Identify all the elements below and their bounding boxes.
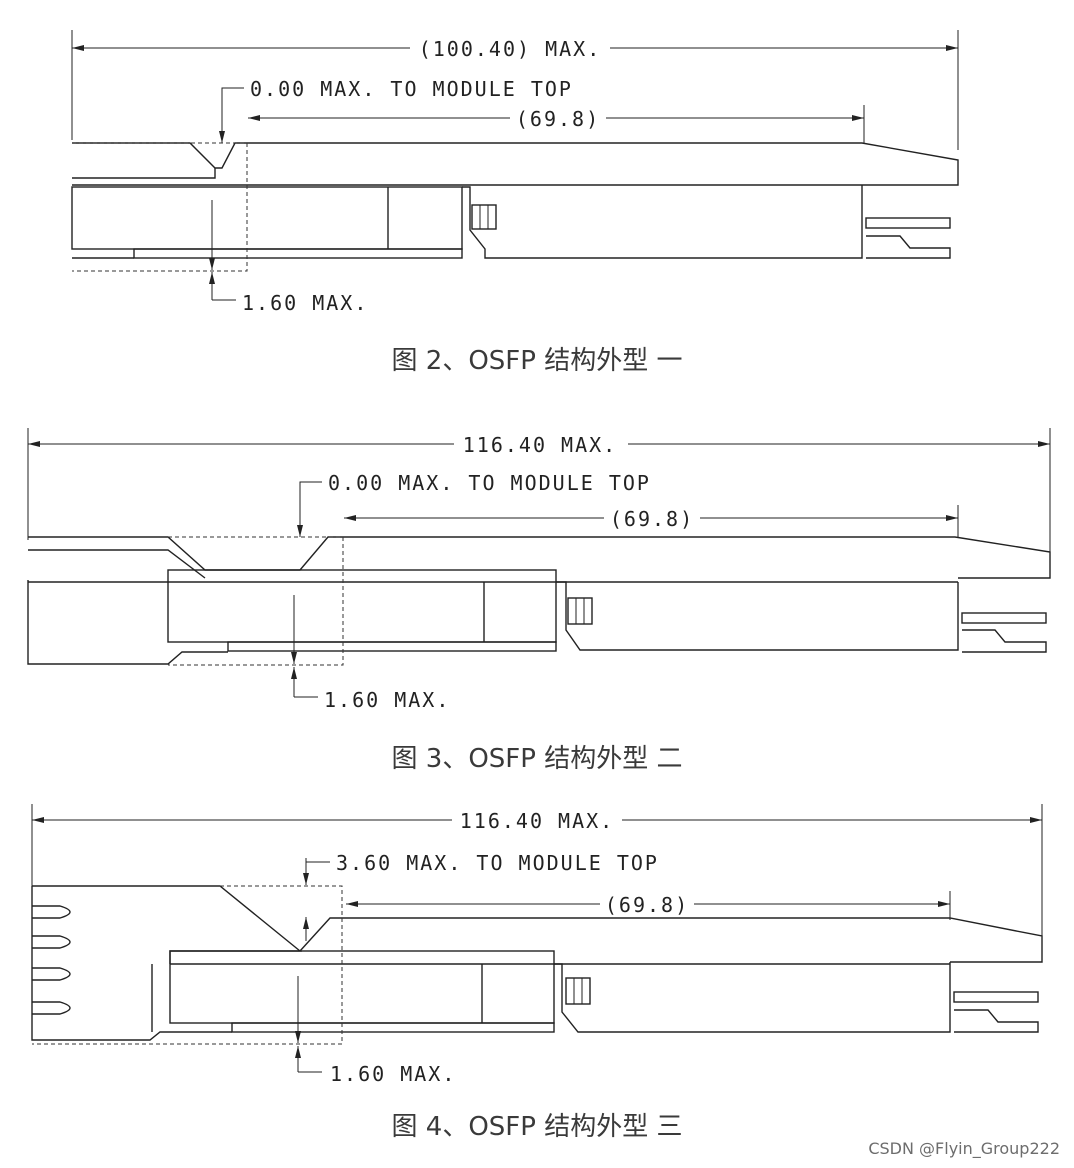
pull-tab-outline: [28, 549, 206, 579]
module-base-plate: [133, 248, 463, 259]
bottom-clearance-label: 1.60 MAX.: [242, 291, 368, 315]
overall-length-label: 116.40 MAX.: [460, 809, 614, 833]
heatsink-fin-2: [32, 935, 71, 949]
heatsink-fin-3: [32, 967, 71, 981]
connector-pin-lower: [954, 1009, 1039, 1033]
figure-1: (100.40) MAX. 0.00 MAX. TO MODULE TOP (6…: [0, 0, 1074, 376]
bottom-clearance-label: 1.60 MAX.: [324, 688, 450, 712]
module-top-outline: [28, 536, 1051, 579]
module-housing-front: [169, 950, 555, 1024]
leader-top-clearance: [221, 87, 244, 118]
top-clearance-label: 0.00 MAX. TO MODULE TOP: [250, 77, 573, 101]
housing-length-label: (69.8): [610, 507, 694, 531]
latch-feature: [471, 204, 497, 230]
overall-length-label: 116.40 MAX.: [463, 433, 617, 457]
figure-2: 116.40 MAX. 0.00 MAX. TO MODULE TOP (69.…: [0, 420, 1074, 774]
top-clearance-label: 3.60 MAX. TO MODULE TOP: [336, 851, 659, 875]
module-housing-front: [167, 569, 557, 643]
bottom-clearance-label: 1.60 MAX.: [330, 1062, 456, 1086]
module-housing-front: [71, 186, 463, 250]
module-bottom-left: [27, 580, 228, 665]
module-base-plate: [231, 1022, 555, 1033]
connector-pin-upper: [865, 217, 951, 229]
figure-caption: 图 3、OSFP 结构外型 二: [391, 744, 683, 774]
pull-tab-outline: [72, 168, 216, 179]
leader-top-clearance: [299, 481, 322, 512]
latch-feature: [565, 977, 591, 1005]
drawing-osfp-type-2: 116.40 MAX. 0.00 MAX. TO MODULE TOP (69.…: [27, 428, 1051, 712]
heatsink-bottom: [31, 886, 232, 1041]
drawing-osfp-type-1: (100.40) MAX. 0.00 MAX. TO MODULE TOP (6…: [71, 30, 959, 315]
connector-pin-upper: [961, 612, 1047, 624]
housing-length-label: (69.8): [516, 107, 600, 131]
latch-feature: [567, 597, 593, 625]
figure-caption: 图 2、OSFP 结构外型 一: [391, 346, 683, 376]
top-clearance-label: 0.00 MAX. TO MODULE TOP: [328, 471, 651, 495]
module-rear-body: [462, 185, 863, 259]
module-rear-body: [556, 581, 959, 651]
clearance-envelope: [32, 885, 343, 1045]
module-top-outline: [299, 917, 1043, 963]
watermark: CSDN @Flyin_Group222: [868, 1139, 1060, 1158]
module-rear-body: [554, 962, 951, 1033]
clearance-envelope: [168, 536, 344, 666]
drawing-osfp-type-3: 116.40 MAX. 3.60 MAX. TO MODULE TOP (69.…: [31, 804, 1043, 1086]
connector-pin-lower: [962, 629, 1047, 653]
heatsink-fin-1: [32, 905, 71, 919]
figure-caption: 图 4、OSFP 结构外型 三: [391, 1112, 683, 1142]
leader-top-clearance: [305, 861, 330, 884]
heatsink-outline: [32, 885, 302, 964]
connector-pin-lower: [866, 235, 951, 259]
housing-length-label: (69.8): [605, 893, 689, 917]
heatsink-fin-4: [32, 1001, 71, 1015]
connector-pin-upper: [953, 991, 1039, 1003]
module-base-plate: [227, 641, 557, 652]
overall-length-label: (100.40) MAX.: [419, 37, 602, 61]
figure-3: 116.40 MAX. 3.60 MAX. TO MODULE TOP (69.…: [0, 796, 1074, 1168]
clearance-envelope: [72, 142, 248, 272]
